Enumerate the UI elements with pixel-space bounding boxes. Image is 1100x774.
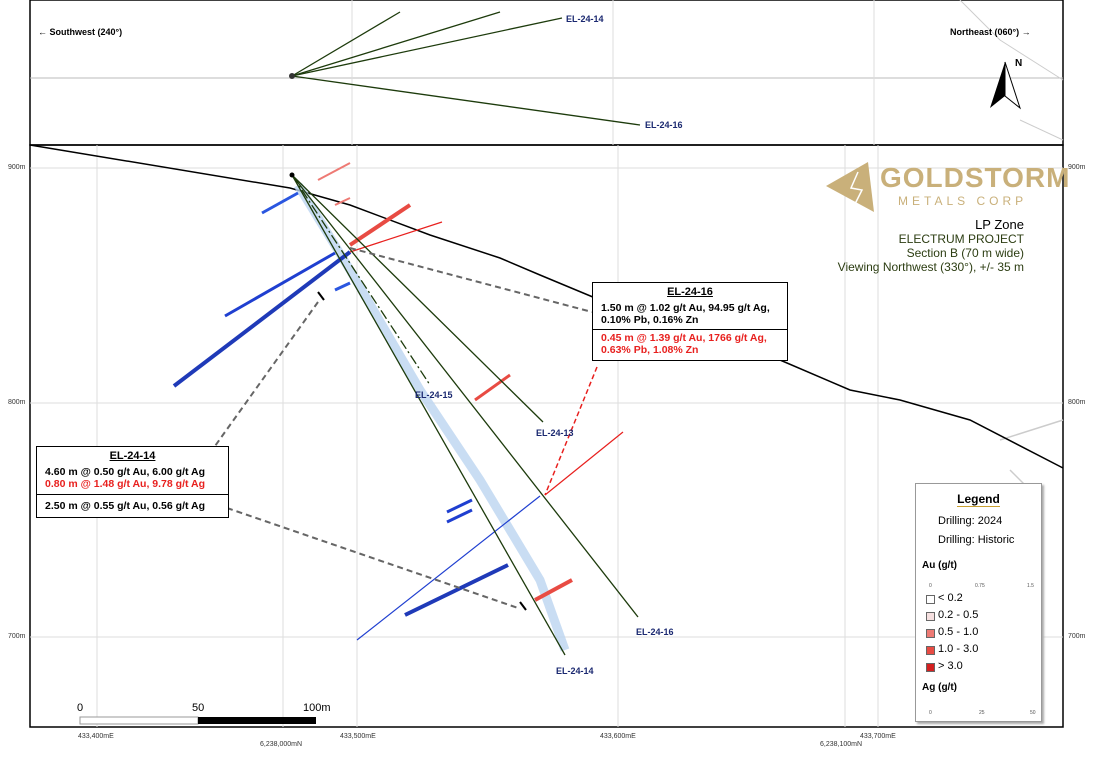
north-arrow-icon: N: [990, 58, 1022, 110]
callout-title: EL-24-14: [109, 450, 156, 462]
hole-label-el-24-13: EL-24-13: [536, 428, 574, 438]
hole-label-el-24-16: EL-24-16: [636, 627, 674, 637]
elev-900-left: 900m: [8, 164, 26, 171]
easting-label: 433,700mE: [860, 733, 896, 740]
callout-line: 0.10% Pb, 0.16% Zn: [601, 314, 699, 326]
ag-assay-bars: [172, 191, 541, 641]
au-swatch: [926, 595, 935, 604]
logo-triangle-icon: [826, 162, 874, 212]
logo-name: GOLDSTORM: [880, 162, 1071, 193]
goldstorm-logo: GOLDSTORM METALS CORP: [826, 160, 1069, 215]
au-class-label: > 3.0: [938, 660, 963, 672]
au-swatch: [926, 663, 935, 672]
historic-hole-marker: [519, 601, 527, 611]
au-swatch: [926, 629, 935, 638]
callout-el-24-14: EL-24-14 4.60 m @ 0.50 g/t Au, 6.00 g/t …: [36, 446, 229, 518]
au-class-label: 0.5 - 1.0: [938, 626, 979, 638]
callout-line: 2.50 m @ 0.55 g/t Au, 0.56 g/t Ag: [45, 500, 206, 512]
callout-title: EL-24-16: [667, 286, 713, 298]
section-frame: [29, 144, 1064, 728]
legend-ag-label: Ag (g/t): [922, 682, 957, 693]
southwest-direction: ← Southwest (240°): [38, 27, 123, 37]
plan-collar: [289, 73, 295, 79]
au-scale-tick: 0.75: [975, 583, 985, 589]
au-class-label: 0.2 - 0.5: [938, 609, 979, 621]
au-swatch: [926, 646, 935, 655]
plan-label-el-24-16: EL-24-16: [645, 120, 683, 130]
elev-700-left: 700m: [8, 633, 26, 640]
callout-line: 1.50 m @ 1.02 g/t Au, 94.95 g/t Ag,: [601, 302, 770, 314]
callout-leader-red: [544, 366, 598, 496]
section-grid: [30, 145, 1063, 727]
legend-title: Legend: [957, 492, 1000, 507]
easting-label: 433,400mE: [78, 733, 114, 740]
scale-bar-white: [79, 716, 199, 725]
hole-label-el-24-15: EL-24-15: [415, 390, 453, 400]
callout-el-24-16: EL-24-16 1.50 m @ 1.02 g/t Au, 94.95 g/t…: [592, 282, 788, 361]
legend: Legend Drilling: 2024 Drilling: Historic…: [915, 483, 1042, 722]
scale-label-50: 50: [192, 702, 205, 714]
drill-collar: [289, 172, 295, 178]
elev-800-right: 800m: [1068, 399, 1086, 406]
zone-title: LP Zone: [975, 217, 1024, 232]
callout-line: 0.45 m @ 1.39 g/t Au, 1766 g/t Ag,: [601, 332, 767, 344]
au-scale-tick: 0: [929, 583, 932, 589]
plan-grid: [30, 0, 1064, 145]
au-scale-tick: 1.5: [1027, 583, 1034, 589]
northing-label: 6,238,100mN: [820, 741, 863, 748]
drill-traces-2024: [291, 174, 639, 656]
legend-drilling-historic: Drilling: Historic: [938, 534, 1015, 546]
viewing-title: Viewing Northwest (330°), +/- 35 m: [837, 260, 1024, 274]
plan-view-frame: [29, 0, 1064, 146]
easting-label: 433,500mE: [340, 733, 376, 740]
northing-label: 6,238,000mN: [260, 741, 303, 748]
section-title: Section B (70 m wide): [906, 246, 1024, 260]
easting-label: 433,600mE: [600, 733, 636, 740]
plan-drill-traces: [291, 11, 641, 126]
callout-line: 0.63% Pb, 1.08% Zn: [601, 344, 699, 356]
elev-900-right: 900m: [1068, 164, 1086, 171]
legend-drilling-2024: Drilling: 2024: [938, 515, 1003, 527]
project-title: ELECTRUM PROJECT: [898, 232, 1024, 246]
scale-label-100: 100m: [303, 702, 331, 714]
plan-label-el-24-14: EL-24-14: [566, 14, 604, 24]
scale-label-0: 0: [77, 702, 84, 714]
elev-800-left: 800m: [8, 399, 26, 406]
au-swatch: [926, 612, 935, 621]
title-block: LP Zone ELECTRUM PROJECT Section B (70 m…: [837, 217, 1024, 275]
callout-line: 4.60 m @ 0.50 g/t Au, 6.00 g/t Ag: [45, 466, 206, 478]
au-class-label: < 0.2: [938, 592, 963, 604]
scale-bar-black: [198, 717, 316, 724]
northeast-direction: Northeast (060°) →: [950, 27, 1031, 37]
svg-text:N: N: [1015, 58, 1022, 69]
hole-label-el-24-14: EL-24-14: [556, 666, 594, 676]
assay-halo: [294, 182, 570, 652]
ag-scale-tick: 25: [979, 710, 985, 716]
au-class-label: 1.0 - 3.0: [938, 643, 979, 655]
historic-hole-marker: [317, 291, 325, 301]
ag-scale-tick: 50: [1030, 710, 1036, 716]
logo-sub: METALS CORP: [898, 194, 1028, 208]
ag-scale-tick: 0: [929, 710, 932, 716]
legend-au-label: Au (g/t): [922, 560, 957, 571]
elev-700-right: 700m: [1068, 633, 1086, 640]
callout-leaders: [214, 247, 593, 609]
callout-line: 0.80 m @ 1.48 g/t Au, 9.78 g/t Ag: [45, 478, 206, 490]
au-assay-bars: [317, 162, 624, 602]
